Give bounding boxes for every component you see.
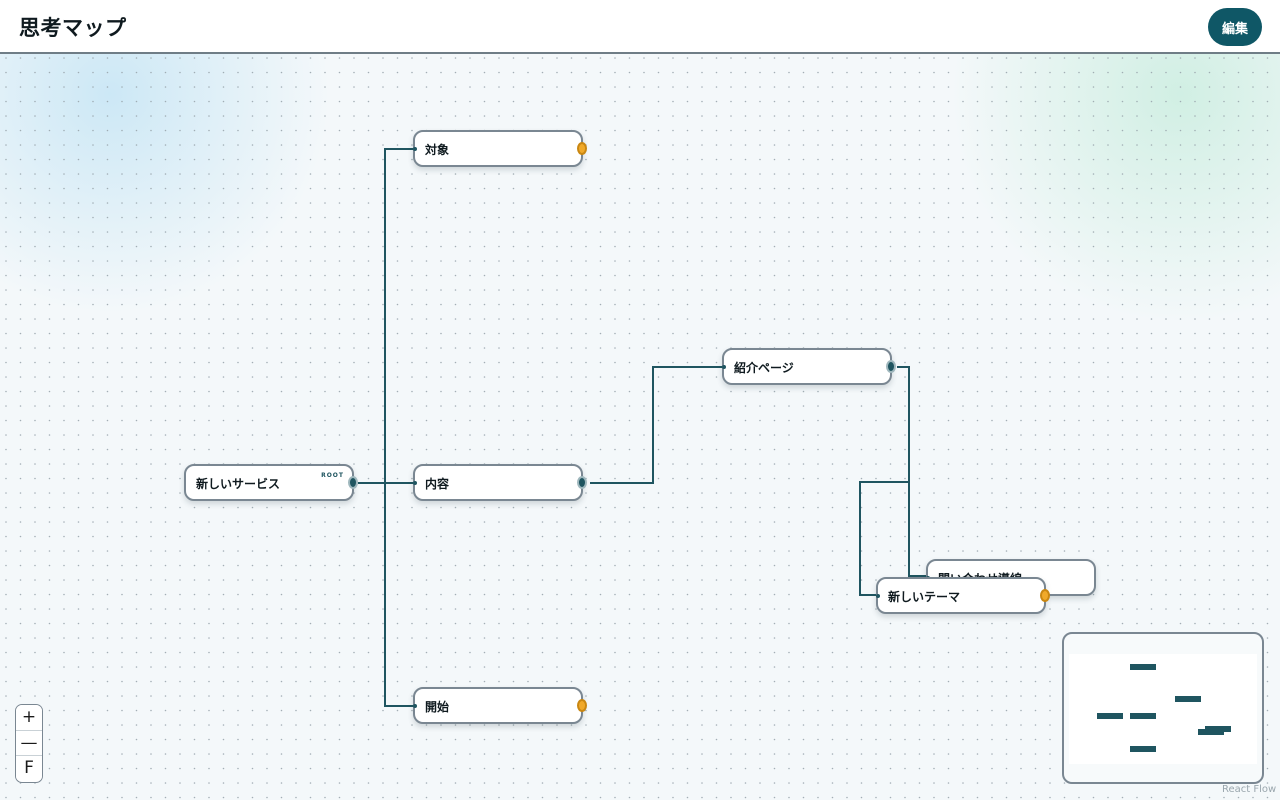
minimap-node xyxy=(1198,729,1224,735)
node-label: 新しいサービス xyxy=(196,477,281,491)
mindmap-canvas[interactable]: 新しいサービス ROOT 対象 内容 開始 紹介ページ 問い合わせ導線 新しいテ… xyxy=(0,54,1280,800)
minimap-node xyxy=(1175,696,1201,702)
target-handle[interactable] xyxy=(413,704,417,708)
mindmap-node-intro-page[interactable]: 紹介ページ xyxy=(722,348,896,385)
react-flow-attribution[interactable]: React Flow xyxy=(1222,784,1277,795)
target-handle[interactable] xyxy=(722,365,726,369)
edge-content-intro xyxy=(590,366,723,484)
node-label: 紹介ページ xyxy=(734,361,794,375)
node-label: 新しいテーマ xyxy=(888,590,961,604)
fit-view-button[interactable]: F xyxy=(16,755,42,780)
edit-button[interactable]: 編集 xyxy=(1208,8,1262,46)
edge-root-target xyxy=(358,148,414,484)
target-handle[interactable] xyxy=(876,594,880,598)
mindmap-node-new-theme[interactable]: 新しいテーマ xyxy=(876,577,1050,614)
mindmap-node-target[interactable]: 対象 xyxy=(413,130,587,167)
target-handle[interactable] xyxy=(413,147,417,151)
minimap-node xyxy=(1097,713,1123,719)
mindmap-node-root[interactable]: 新しいサービス ROOT xyxy=(184,464,358,501)
source-handle[interactable] xyxy=(886,360,896,373)
source-handle[interactable] xyxy=(1040,589,1050,602)
root-badge: ROOT xyxy=(321,472,344,479)
zoom-in-button[interactable]: + xyxy=(16,705,42,730)
source-handle[interactable] xyxy=(577,476,587,489)
edge-intro-newtheme xyxy=(859,366,910,596)
edge-layer xyxy=(358,148,927,707)
node-label: 内容 xyxy=(425,477,450,491)
source-handle[interactable] xyxy=(577,142,587,155)
mindmap-node-start[interactable]: 開始 xyxy=(413,687,587,724)
minimap-viewport xyxy=(1069,654,1257,764)
minimap[interactable] xyxy=(1062,632,1264,784)
node-label: 開始 xyxy=(425,700,450,714)
zoom-controls: + — F xyxy=(15,704,43,783)
minimap-node xyxy=(1130,746,1156,752)
minimap-node xyxy=(1130,713,1156,719)
source-handle[interactable] xyxy=(348,476,358,489)
zoom-out-button[interactable]: — xyxy=(16,730,42,755)
source-handle[interactable] xyxy=(577,699,587,712)
app-header: 思考マップ 編集 xyxy=(0,0,1280,54)
mindmap-node-content[interactable]: 内容 xyxy=(413,464,587,501)
edge-intro-contact xyxy=(897,366,927,577)
edge-root-start xyxy=(358,482,414,707)
target-handle[interactable] xyxy=(413,481,417,485)
minimap-node xyxy=(1130,664,1156,670)
node-label: 対象 xyxy=(425,143,450,157)
app-title: 思考マップ xyxy=(19,16,127,40)
